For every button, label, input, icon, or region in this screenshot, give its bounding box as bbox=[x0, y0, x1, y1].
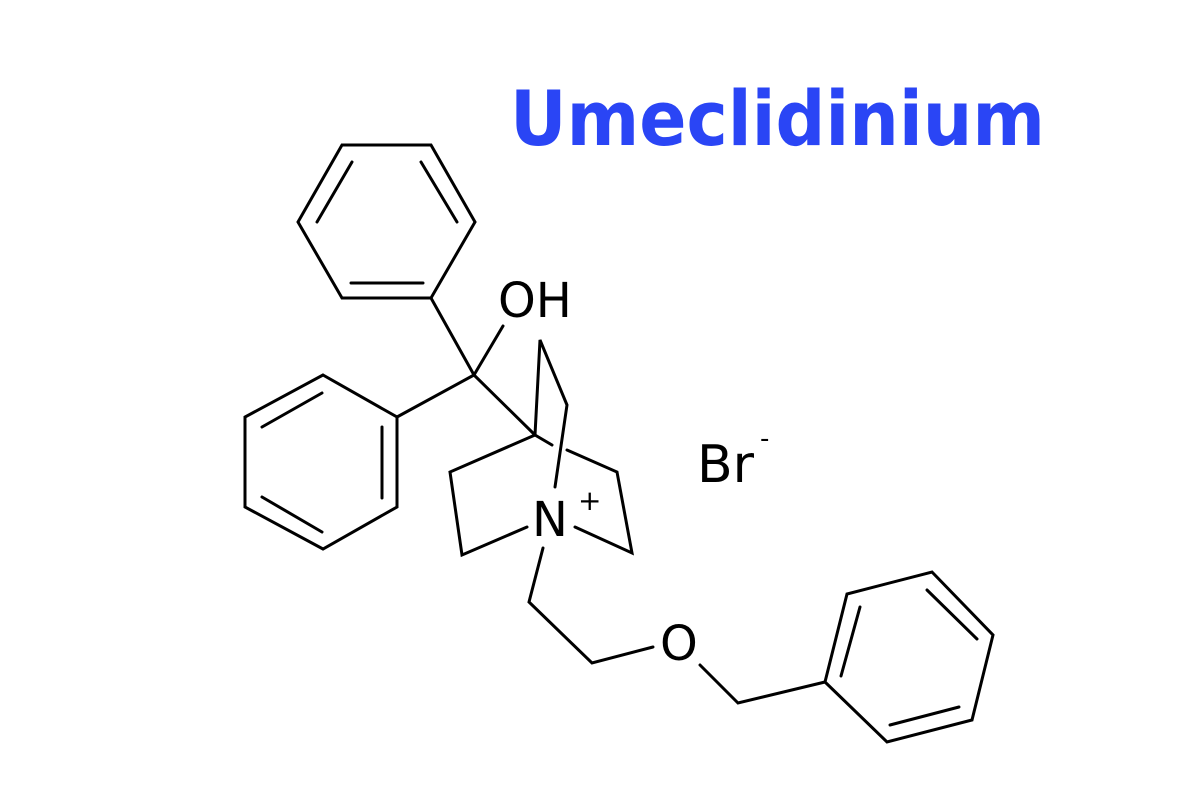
hydroxyl-label: OH bbox=[498, 273, 572, 329]
compound-name-title: Umeclidinium bbox=[510, 74, 1045, 163]
central-carbon-bonds bbox=[395, 296, 537, 437]
left-phenyl-ring bbox=[243, 373, 399, 551]
nitrogen-label: N bbox=[532, 492, 568, 548]
bromide-charge-label: - bbox=[760, 424, 769, 454]
top-phenyl-ring bbox=[296, 143, 477, 300]
ether-oxygen-label: O bbox=[660, 616, 698, 672]
quinuclidine-cage bbox=[448, 339, 634, 558]
benzyloxyethyl-chain bbox=[527, 546, 827, 705]
nitrogen-charge-label: + bbox=[578, 484, 601, 517]
benzyl-phenyl-ring bbox=[823, 570, 995, 744]
bromide-label: Br bbox=[697, 435, 755, 495]
